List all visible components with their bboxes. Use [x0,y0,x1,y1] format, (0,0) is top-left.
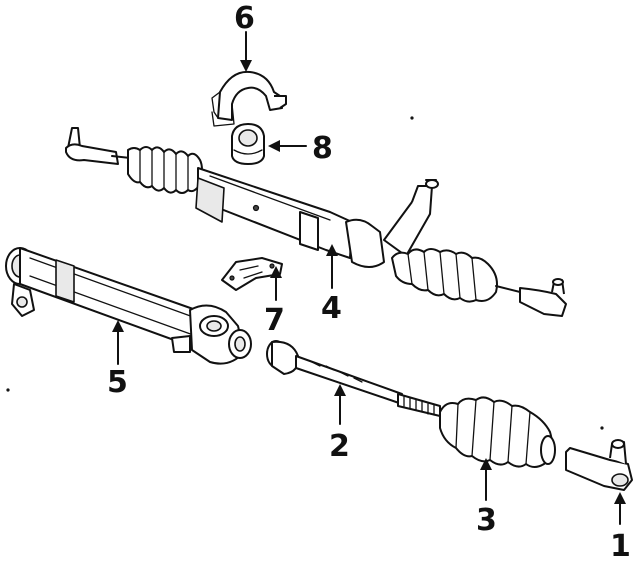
part-2-inner-tie-rod [266,340,441,417]
part-5-housing [5,247,252,365]
part-7-clamp [221,257,283,291]
callout-7: 7 [264,303,285,338]
callout-6: 6 [234,1,255,36]
part-6-mount-bracket [211,70,287,127]
part-8-bushing [231,123,265,165]
callout-3: 3 [476,503,497,538]
part-1-outer-tie-rod-end [565,439,633,491]
callout-8: 8 [312,131,333,166]
callout-2: 2 [329,429,350,464]
part-3-bellows-boot [439,396,556,468]
part-4-rack-assembly [65,127,567,317]
leader-arrows [112,31,626,525]
callout-5: 5 [107,365,128,400]
callout-4: 4 [321,291,342,326]
callout-1: 1 [610,529,631,562]
